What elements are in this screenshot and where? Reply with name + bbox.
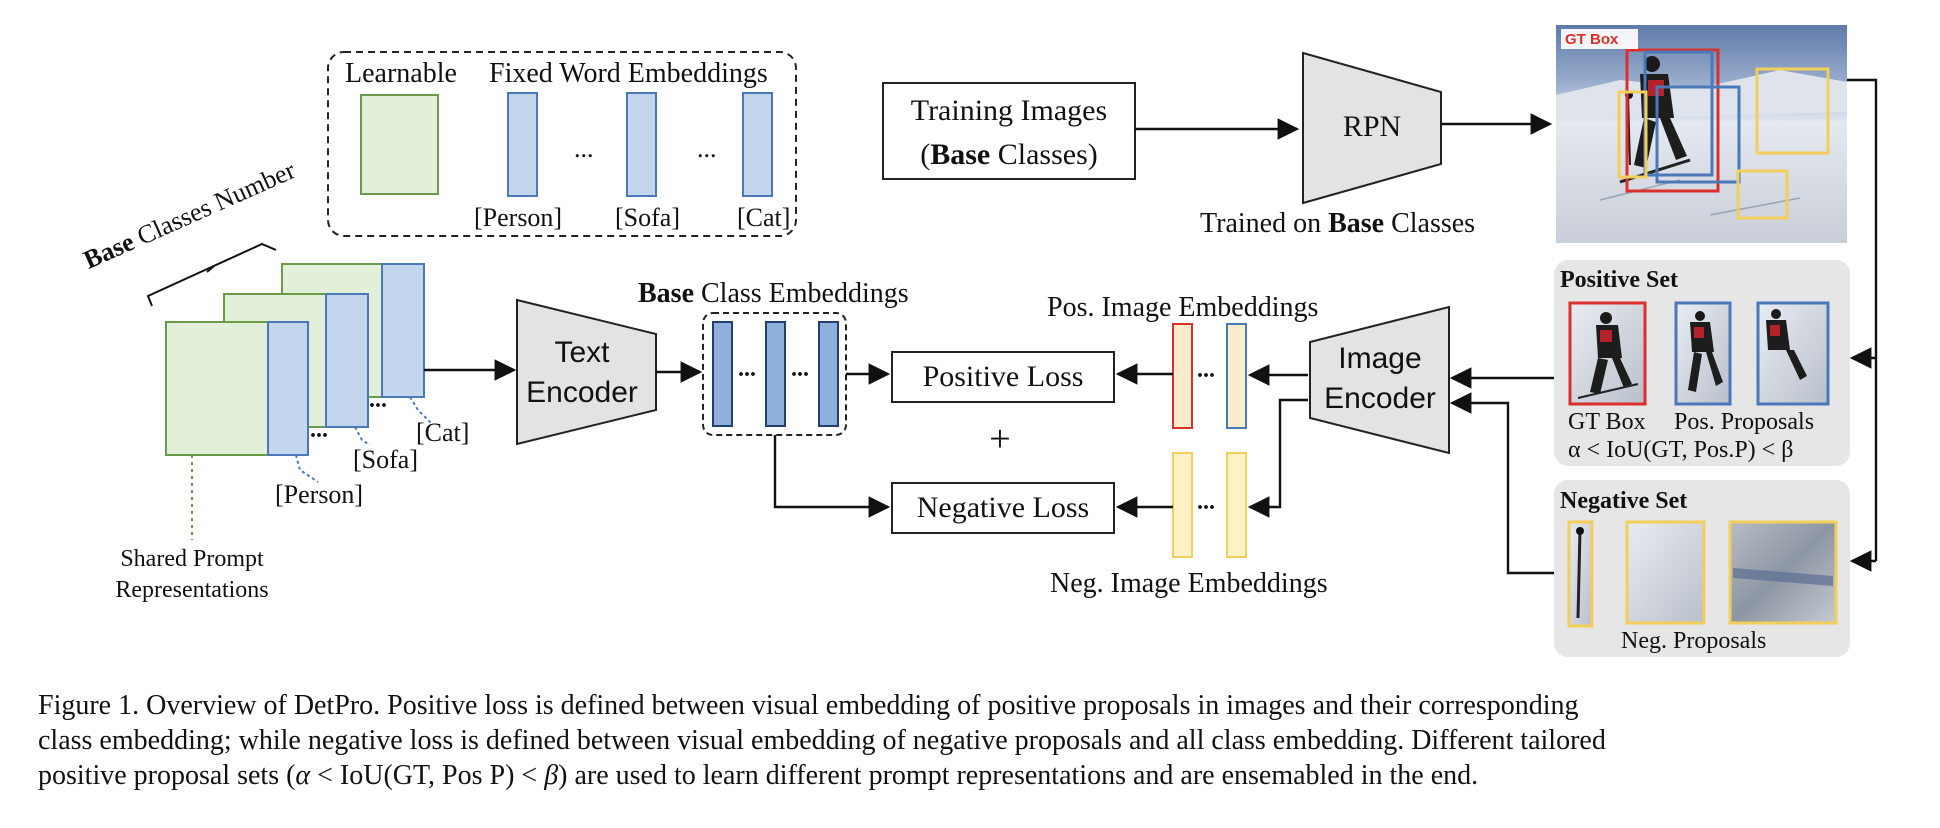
pos-embedding-red [1172, 323, 1193, 429]
ellipsis: ... [791, 356, 809, 382]
pos-embedding-blue [1226, 323, 1247, 429]
token-sofa: [Sofa] [615, 203, 680, 232]
prompt-box [327, 51, 797, 237]
positive-loss-box [891, 351, 1115, 403]
stack-token-sofa: [Sofa] [353, 445, 418, 474]
class-embedding-1 [712, 321, 733, 427]
caption-line-1: Figure 1. Overview of DetPro. Positive l… [38, 690, 1579, 721]
token-cat: [Cat] [737, 203, 791, 232]
gt-box-tag: GT Box [1565, 31, 1619, 48]
figure-caption: Figure 1. Overview of DetPro. Positive l… [38, 688, 1908, 793]
word-embedding-sofa [626, 92, 657, 197]
gt-box [1625, 48, 1720, 193]
iou-range-label: α < IoU(GT, Pos.P) < β [1568, 437, 1794, 463]
negative-set-title: Negative Set [1560, 488, 1688, 514]
shared-prompt-line1: Shared Prompt [120, 546, 264, 572]
training-images-line1: Training Images [910, 94, 1108, 127]
negative-loss-label: Negative Loss [916, 491, 1090, 524]
neg-image-embeddings-label: Neg. Image Embeddings [1050, 568, 1328, 599]
training-images-line2: (Base Classes) [920, 138, 1098, 171]
pos-image-embeddings-label: Pos. Image Embeddings [1047, 292, 1319, 323]
learnable-label: Learnable [345, 58, 457, 89]
neg-proposal-crop-2 [1625, 520, 1706, 625]
word-embedding-cat [742, 92, 773, 197]
gt-crop [1568, 301, 1647, 406]
class-embedding-2 [765, 321, 786, 427]
ellipsis: ... [1197, 489, 1215, 515]
caption-line-2: class embedding; while negative loss is … [38, 725, 1606, 756]
ellipsis: ... [1197, 357, 1215, 383]
neg-embedding-1 [1172, 452, 1193, 558]
plus-sign: + [989, 418, 1011, 460]
ellipsis: ... [574, 134, 594, 163]
neg-proposals-label: Neg. Proposals [1621, 628, 1767, 654]
pos-proposals-label: Pos. Proposals [1674, 409, 1815, 435]
image-encoder-line2: Encoder [1324, 382, 1436, 415]
text-encoder-line2: Encoder [526, 376, 638, 409]
pos-proposal-crop-1 [1674, 301, 1732, 406]
rpn-shape [1302, 51, 1442, 205]
text-encoder-shape [516, 298, 657, 446]
ellipsis: ... [369, 387, 387, 413]
ellipsis: ... [310, 417, 328, 443]
shared-prompt-line2: Representations [115, 577, 269, 603]
stack-token-person: [Person] [275, 480, 364, 509]
caption-line-3: positive proposal sets (α < IoU(GT, Pos … [38, 760, 1479, 791]
positive-loss-label: Positive Loss [922, 360, 1084, 393]
ski-photo [1556, 25, 1847, 243]
trained-on-base-label: Trained on Base Classes [1200, 208, 1476, 239]
positive-set-title: Positive Set [1560, 267, 1678, 293]
prompt-stack [165, 263, 425, 456]
fixed-word-embeddings-label: Fixed Word Embeddings [489, 58, 768, 89]
token-person: [Person] [474, 203, 563, 232]
image-encoder-line1: Image [1338, 342, 1422, 375]
negative-loss-box [891, 482, 1115, 534]
class-embeddings-box [702, 312, 847, 436]
ellipsis: ... [697, 134, 717, 163]
stack-token-cat: [Cat] [416, 418, 470, 447]
learnable-vector [360, 94, 439, 195]
base-class-embeddings-label: Base Class Embeddings [638, 278, 909, 309]
image-encoder-shape [1309, 305, 1450, 455]
ellipsis: ... [738, 356, 756, 382]
neg-proposal-crop-3 [1728, 520, 1838, 625]
rpn-label: RPN [1342, 110, 1402, 143]
training-images-box [882, 82, 1136, 180]
figure-diagram [146, 25, 1878, 657]
neg-embedding-2 [1226, 452, 1247, 558]
classes-bracket [146, 242, 277, 307]
text-encoder-line1: Text [554, 336, 610, 369]
class-embedding-3 [818, 321, 839, 427]
neg-proposal-crop-1 [1567, 520, 1594, 628]
word-embedding-person [507, 92, 538, 197]
gt-box-label: GT Box [1568, 409, 1646, 435]
pos-proposal-crop-2 [1756, 301, 1830, 406]
